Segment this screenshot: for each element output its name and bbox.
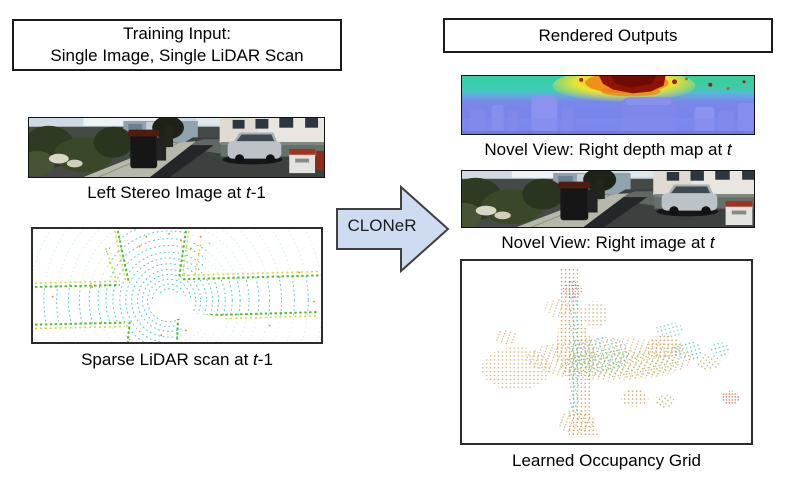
stereo-caption-text: Left Stereo Image at: [87, 183, 246, 202]
training-input-box: Training Input: Single Image, Single LiD…: [12, 19, 342, 71]
left-stereo-image: [28, 117, 325, 178]
depth-hot-core: [579, 76, 746, 94]
left-stereo-image-art: [29, 118, 324, 177]
lidar-caption-suffix: -1: [257, 350, 273, 369]
lidar-occlusion: [149, 292, 226, 332]
cloner-arrow-label: CLONeR: [347, 216, 417, 235]
lidar-scan-caption: Sparse LiDAR scan at t-1: [31, 350, 323, 370]
lidar-caption-timevar: t: [253, 350, 258, 369]
stereo-caption-timevar: t: [245, 183, 251, 202]
image-caption-timevar: t: [709, 233, 715, 252]
sparse-lidar-scan: [31, 227, 323, 344]
depth-map-art: [462, 76, 754, 134]
occupancy-grid-art: [462, 261, 751, 443]
lidar-road-edges-yellow: [34, 230, 320, 330]
rendered-right-image-art: [462, 171, 754, 227]
rendered-outputs-title: Rendered Outputs: [538, 25, 678, 45]
image-caption-text: Novel View: Right image at: [501, 233, 710, 252]
depth-map-caption: Novel View: Right depth map at t: [461, 140, 755, 160]
occupancy-dot-clusters: [481, 268, 740, 436]
stereo-image-caption: Left Stereo Image at t-1: [28, 183, 325, 203]
depth-caption-text: Novel View: Right depth map at: [484, 140, 727, 159]
lidar-scan-art: [33, 229, 321, 342]
depth-caption-timevar: t: [726, 140, 732, 159]
stereo-caption-suffix: -1: [250, 183, 266, 202]
rendered-outputs-box: Rendered Outputs: [443, 18, 773, 53]
rendered-image-caption: Novel View: Right image at t: [461, 233, 755, 253]
lidar-caption-text: Sparse LiDAR scan at: [81, 350, 254, 369]
occupancy-grid-image: [460, 259, 753, 445]
training-input-title-line2: Single Image, Single LiDAR Scan: [50, 46, 304, 65]
rendered-right-image: [461, 170, 755, 228]
lidar-orange-returns: [51, 232, 316, 337]
lidar-road-edges-green: [34, 230, 320, 342]
cloner-arrow: [336, 184, 450, 274]
depth-map-image: [461, 75, 755, 135]
occupancy-grid-caption: Learned Occupancy Grid: [512, 451, 701, 470]
training-input-title-line1: Training Input:: [122, 24, 232, 43]
cloner-arrow-shape: [336, 184, 450, 274]
